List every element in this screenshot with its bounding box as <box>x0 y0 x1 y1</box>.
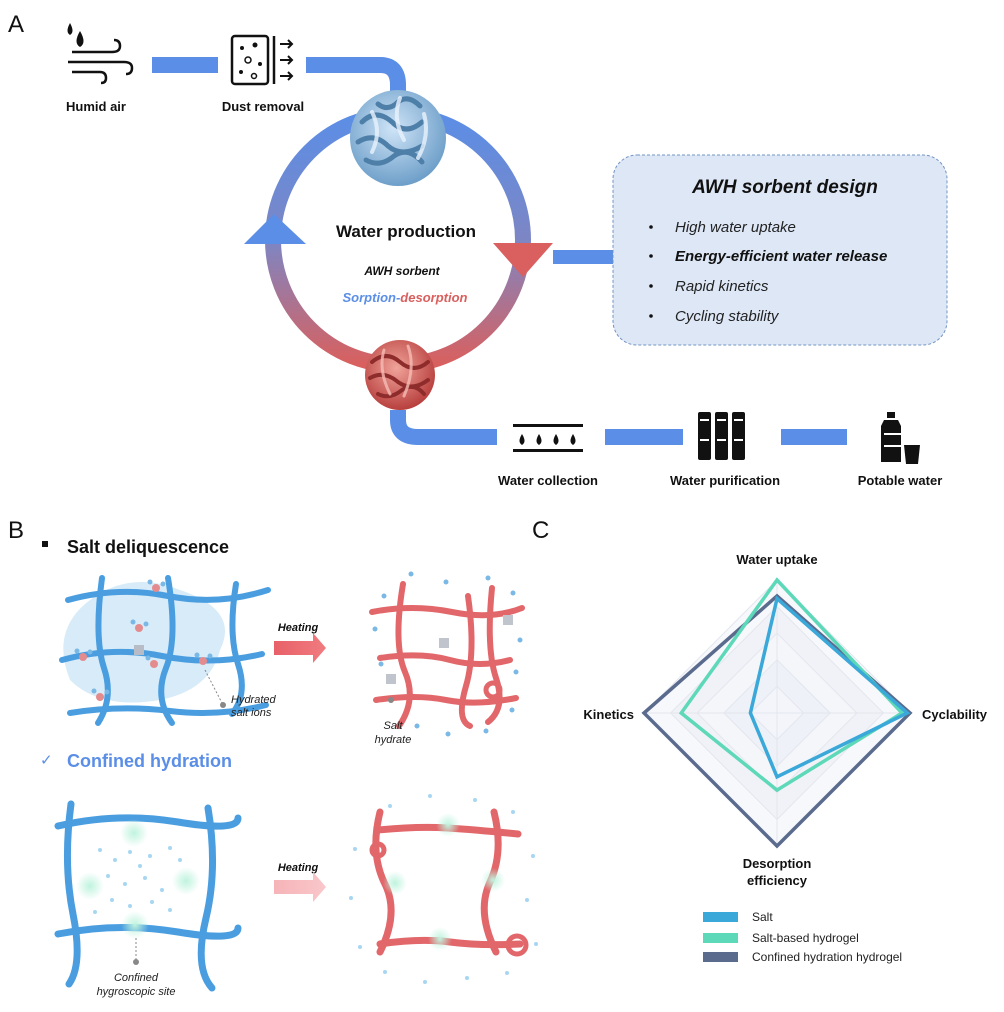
design-box-title: AWH sorbent design <box>691 177 878 198</box>
panel-letter-b: B <box>8 517 24 544</box>
water-purification-label: Water purification <box>670 473 780 488</box>
sorption-word: Sorption <box>343 290 396 305</box>
salt-hydrate-label-2: hydrate <box>375 734 412 746</box>
radar-axis-label: efficiency <box>747 873 808 888</box>
design-item: High water uptake <box>675 219 796 236</box>
heating-arrow-2 <box>274 872 326 902</box>
heating-arrow-1 <box>274 633 326 663</box>
salt-network-hydrated <box>59 575 271 726</box>
humid-air-icon <box>67 23 134 85</box>
legend-label-salt: Salt <box>752 910 773 924</box>
connector-collection-purification <box>605 429 683 445</box>
connector-purification-potable <box>781 429 847 445</box>
sorption-desorption: Sorption-desorption <box>343 290 468 305</box>
legend: Salt Salt-based hydrogel Confined hydrat… <box>703 910 902 964</box>
radar-axis-label: Kinetics <box>583 707 634 722</box>
heating-label-2: Heating <box>278 862 319 874</box>
legend-swatch-salt-hydrogel <box>703 933 738 943</box>
legend-label-confined-hydrogel: Confined hydration hydrogel <box>752 950 902 964</box>
radar-axis-label: Water uptake <box>736 552 817 567</box>
heating-label-1: Heating <box>278 622 319 634</box>
hydrated-label-2: salt ions <box>231 707 272 719</box>
desorption-arrow <box>493 243 553 277</box>
salt-deliquescence-title: Salt deliquescence <box>67 537 229 557</box>
bullet-square <box>42 541 48 547</box>
connector-ring-collection <box>390 410 497 445</box>
hydrated-label-1: Hydrated <box>231 694 277 706</box>
dehydrated-sorbent-image <box>365 340 435 410</box>
legend-swatch-confined-hydrogel <box>703 952 738 962</box>
connector-air-dust <box>152 57 218 73</box>
connector-ring-box <box>553 250 613 264</box>
confined-network-hydrated <box>54 800 242 992</box>
confined-site-label-1: Confined <box>114 972 159 984</box>
radar-series-salt <box>748 595 911 780</box>
water-collection-icon <box>513 424 583 452</box>
confined-hydration-title: Confined hydration <box>67 751 232 771</box>
potable-water-icon <box>881 412 920 464</box>
legend-label-salt-hydrogel: Salt-based hydrogel <box>752 931 859 945</box>
panel-letter-a: A <box>8 11 24 38</box>
filter-icon <box>230 34 294 86</box>
radar-series-salt-based-hydrogel <box>678 577 905 793</box>
confined-site-label-2: hygroscopic site <box>97 986 176 998</box>
center-subtitle: AWH sorbent <box>363 264 440 278</box>
salt-hydrate-label-1: Salt <box>384 720 404 732</box>
center-title: Water production <box>336 222 476 241</box>
design-list: High water uptake Energy-efficient water… <box>649 219 887 325</box>
potable-water-label: Potable water <box>858 473 943 488</box>
purification-icon <box>698 412 745 460</box>
hydrated-sorbent-image <box>350 90 446 186</box>
design-box <box>612 154 948 346</box>
check-icon: ✓ <box>40 752 53 769</box>
panel-letter-c: C <box>532 517 549 544</box>
radar-axis-label: Desorption <box>743 856 812 871</box>
confined-network-dry <box>349 794 538 984</box>
legend-swatch-salt <box>703 912 738 922</box>
design-item: Energy-efficient water release <box>675 248 887 265</box>
sorption-arrow <box>244 214 306 244</box>
sorption-dash: - <box>396 290 400 305</box>
radar-axis-label: Cyclability <box>922 707 988 722</box>
design-item: Rapid kinetics <box>675 278 769 295</box>
humid-air-label: Humid air <box>66 99 126 114</box>
connector-dust-ring <box>306 57 406 100</box>
salt-network-dry <box>369 571 525 737</box>
water-collection-label: Water collection <box>498 473 598 488</box>
design-item: Cycling stability <box>675 308 780 325</box>
dust-removal-label: Dust removal <box>222 99 304 114</box>
desorption-word: desorption <box>400 290 467 305</box>
